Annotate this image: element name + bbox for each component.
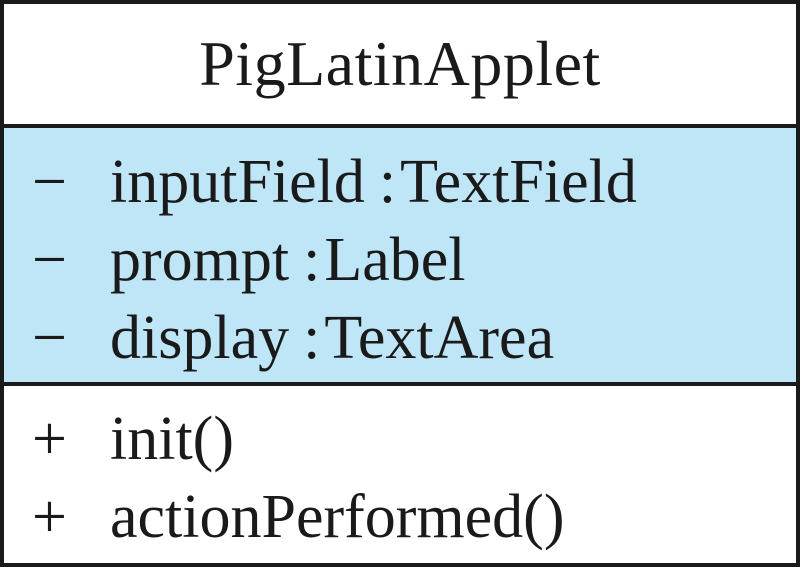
attribute-row-prompt: − prompt : Label — [32, 221, 796, 299]
attribute-name: inputField — [110, 148, 365, 216]
public-visibility-marker: + — [32, 404, 67, 473]
private-visibility-marker: − — [32, 304, 67, 372]
attributes-compartment: − inputField : TextField − prompt : Labe… — [4, 128, 796, 386]
operation-row-actionperformed: + actionPerformed() — [32, 478, 796, 556]
attribute-row-display: − display : TextArea — [32, 299, 796, 377]
operation-row-init: + init() — [32, 400, 796, 478]
attribute-name: prompt — [110, 226, 290, 294]
attribute-type: TextArea — [324, 304, 555, 372]
type-separator: : — [303, 304, 321, 372]
public-visibility-marker: + — [32, 482, 67, 551]
class-name-compartment: PigLatinApplet — [4, 4, 796, 128]
type-separator: : — [378, 148, 397, 216]
operation-name: actionPerformed() — [110, 482, 565, 551]
attribute-row-inputfield: − inputField : TextField — [32, 143, 796, 221]
private-visibility-marker: − — [32, 226, 67, 294]
private-visibility-marker: − — [32, 148, 67, 216]
attribute-type: TextField — [400, 148, 637, 216]
type-separator: : — [303, 226, 321, 294]
attribute-type: Label — [324, 226, 466, 294]
operation-name: init() — [110, 404, 234, 473]
attribute-name: display — [110, 304, 290, 372]
class-name: PigLatinApplet — [199, 28, 601, 99]
operations-compartment: + init() + actionPerformed() — [4, 386, 796, 563]
